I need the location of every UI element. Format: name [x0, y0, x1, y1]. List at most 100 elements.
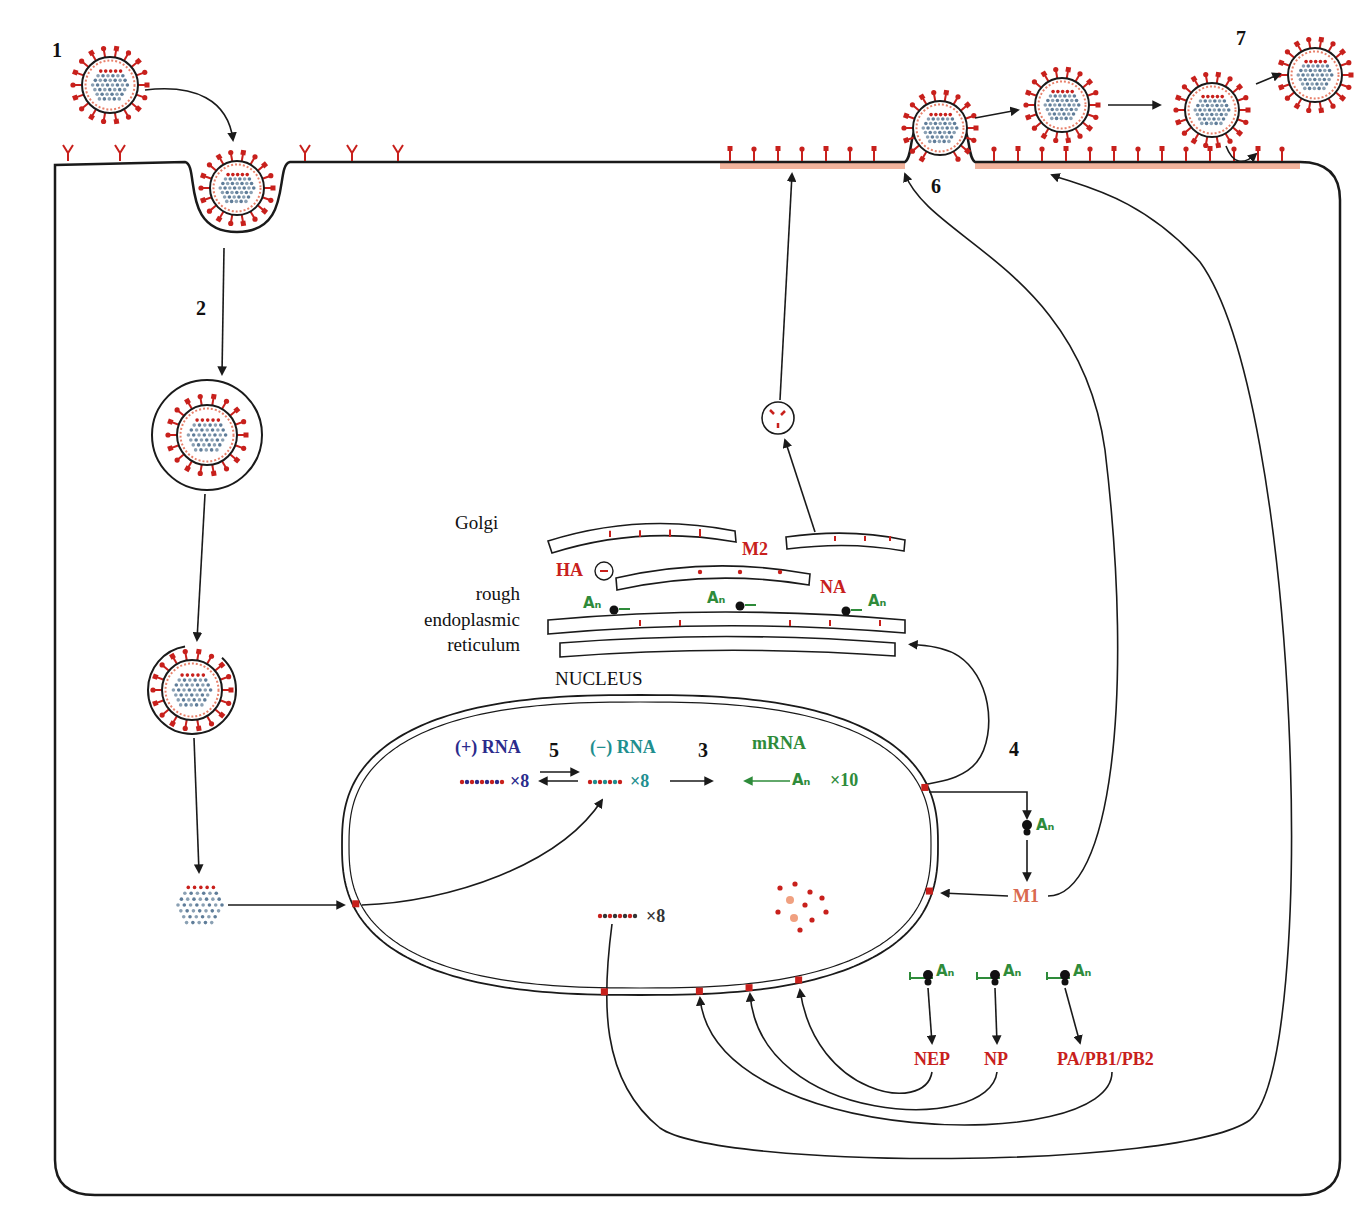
rnp-dot — [106, 74, 110, 78]
envelope — [1185, 83, 1239, 137]
rnp-dot — [91, 83, 95, 87]
rnp-dot — [182, 688, 186, 692]
virion — [1173, 72, 1250, 149]
rnp-dot — [1063, 103, 1067, 107]
rnp-dot — [118, 79, 122, 83]
rnp-dot — [1320, 73, 1324, 77]
rnp-dot — [242, 195, 246, 199]
na-spike — [228, 221, 233, 226]
ha-spike — [196, 649, 202, 655]
ha-spike — [167, 418, 173, 424]
rnp-dot — [1225, 104, 1229, 108]
arrow — [194, 738, 199, 872]
rnp-dot — [249, 191, 253, 195]
na-spike — [79, 59, 84, 64]
rnp-dot — [112, 97, 116, 101]
na-spike — [847, 146, 852, 151]
rnp-dot — [1313, 69, 1317, 73]
rnp-dot — [1207, 117, 1211, 121]
rnp-dot — [101, 74, 105, 78]
rnp-dot — [1070, 99, 1074, 103]
rnp-dot — [252, 186, 256, 190]
ha-spike — [1065, 138, 1071, 144]
rnp-dot — [1056, 90, 1060, 94]
ha-spike — [152, 700, 158, 706]
membrane-spike — [753, 151, 755, 161]
na-spike — [1135, 146, 1140, 151]
membrane-spike — [993, 151, 995, 161]
rnp-dot — [1306, 73, 1310, 77]
rnp-dot — [1327, 78, 1331, 82]
membrane-spike — [1017, 151, 1019, 161]
envelope — [210, 161, 264, 215]
envelope — [1035, 78, 1089, 132]
rnp-dot — [199, 886, 203, 890]
ha-spike — [72, 69, 78, 75]
rnp-dot — [931, 126, 935, 130]
rnp-dot — [950, 135, 954, 139]
arrow — [905, 174, 1118, 896]
rna-label: ×8 — [630, 771, 649, 793]
rnp-dot — [1196, 104, 1200, 108]
ha-spike — [240, 150, 246, 156]
rnp-dot — [180, 897, 184, 901]
rnp-dot — [208, 423, 212, 427]
imported-protein — [802, 902, 807, 907]
nuclear-pore — [926, 888, 933, 895]
rna-label: (−) RNA — [590, 737, 656, 759]
rnp-dot — [1316, 64, 1320, 68]
rnp-dot — [123, 79, 127, 83]
ha-spike — [1236, 130, 1243, 137]
rna-segment-dot — [613, 914, 617, 918]
ha-spike — [200, 197, 206, 203]
rnp-dot — [104, 69, 108, 73]
rnp-dot — [926, 135, 930, 139]
na-spike — [160, 662, 165, 667]
rnp-dot — [1330, 73, 1334, 77]
rnp-dot — [928, 131, 932, 135]
ha-spike — [1025, 89, 1031, 95]
rnp-dot — [221, 428, 225, 432]
rnp-dot — [231, 173, 235, 177]
na-spike — [126, 114, 131, 119]
rnp-dot — [214, 891, 218, 895]
rna-segment-dot — [608, 914, 612, 918]
rnp-dot — [943, 131, 947, 135]
na-spike — [1243, 120, 1248, 125]
imported-protein — [797, 927, 802, 932]
callout-number: 6 — [931, 174, 941, 198]
rnp-dot — [1211, 95, 1215, 99]
ha-spike — [1064, 146, 1069, 151]
polya-tail-label: Aₙ — [707, 589, 725, 607]
virion — [150, 649, 233, 732]
nuclear-envelope-inner — [349, 702, 931, 988]
rnp-dot — [1301, 82, 1305, 86]
matrix-layer — [166, 664, 219, 717]
vesicle-protein — [781, 411, 785, 415]
rnp-dot — [176, 903, 180, 907]
na-spike — [1182, 84, 1187, 89]
rnp-dot — [1198, 108, 1202, 112]
rnp-dot — [939, 113, 943, 117]
rnp-dot — [933, 131, 937, 135]
rnp-dot — [241, 173, 245, 177]
matrix-layer — [86, 61, 135, 110]
na-spike — [175, 457, 180, 462]
rnp-dot — [239, 200, 243, 204]
rnp-dot — [180, 683, 184, 687]
rnp-dot — [1064, 117, 1068, 121]
rnp-dot — [220, 903, 224, 907]
envelope — [913, 101, 967, 155]
na-spike — [70, 82, 75, 87]
rnp-dot — [248, 177, 252, 181]
rnp-dot — [212, 886, 216, 890]
na-spike — [1093, 115, 1098, 120]
na-spike — [751, 146, 756, 151]
ha-spike — [1041, 133, 1048, 140]
rnp-dot — [1308, 87, 1312, 91]
rnp-dot — [214, 903, 218, 907]
rnp-dot — [193, 688, 197, 692]
golgi-cisterna — [548, 523, 736, 553]
rnp-dot — [210, 921, 214, 925]
